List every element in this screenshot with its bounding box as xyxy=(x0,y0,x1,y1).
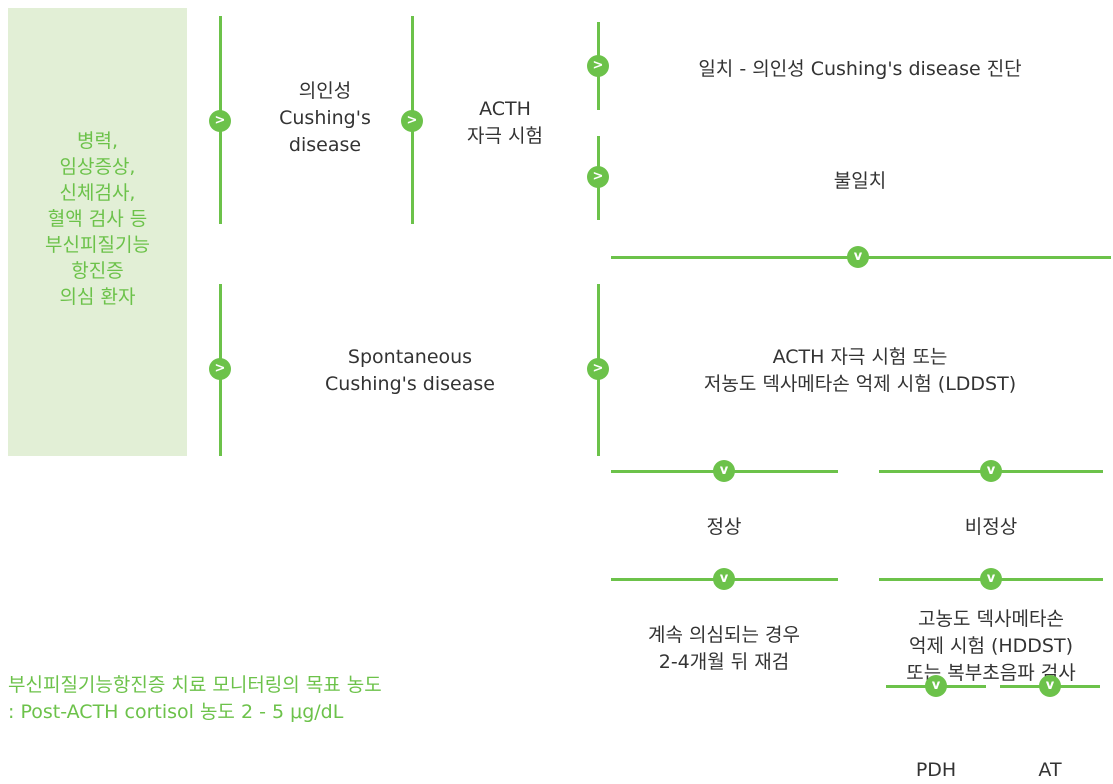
start-line: 혈액 검사 등 xyxy=(47,208,148,230)
node-line: 고농도 덱사메타손 xyxy=(918,608,1064,630)
node-iatrogenic: 의인성 Cushing's disease xyxy=(255,78,395,159)
chevron-right-icon: > xyxy=(209,358,231,380)
chevron-down-icon: v xyxy=(980,568,1002,590)
chevron-down-icon: v xyxy=(713,460,735,482)
chevron-down-icon: v xyxy=(713,568,735,590)
node-line: 자극 시험 xyxy=(467,125,543,147)
start-line: 신체검사, xyxy=(59,182,136,204)
node-normal-followup: 계속 의심되는 경우 2-4개월 뒤 재검 xyxy=(614,622,834,676)
chevron-right-icon: > xyxy=(401,110,423,132)
start-box-text: 병력, 임상증상, 신체검사, 혈액 검사 등 부신피질기능 항진증 의심 환자 xyxy=(8,128,187,310)
node-mismatch: 불일치 xyxy=(833,170,887,192)
node-line: 억제 시험 (HDDST) xyxy=(908,635,1074,657)
node-match: 일치 - 의인성 Cushing's disease 진단 xyxy=(698,58,1022,80)
node-abnormal: 비정상 xyxy=(964,516,1018,538)
chevron-right-icon: > xyxy=(587,55,609,77)
node-spontaneous: Spontaneous Cushing's disease xyxy=(290,344,530,398)
monitoring-note-line2: : Post-ACTH cortisol 농도 2 - 5 μg/dL xyxy=(8,701,344,723)
node-line: ACTH xyxy=(479,98,531,120)
chevron-down-icon: v xyxy=(847,246,869,268)
node-acth-test: ACTH 자극 시험 xyxy=(445,96,565,150)
start-box xyxy=(8,8,187,456)
node-line: disease xyxy=(288,134,362,156)
node-line: 의인성 xyxy=(298,80,352,102)
node-line: 2-4개월 뒤 재검 xyxy=(658,651,790,673)
node-line: 계속 의심되는 경우 xyxy=(648,624,800,646)
start-line: 의심 환자 xyxy=(59,286,136,308)
start-line: 임상증상, xyxy=(59,156,136,178)
start-line: 부신피질기능 xyxy=(45,234,150,256)
start-line: 병력, xyxy=(77,130,118,152)
node-abnormal-followup: 고농도 덱사메타손 억제 시험 (HDDST) 또는 복부초음파 검사 xyxy=(876,606,1106,687)
chevron-down-icon: v xyxy=(1039,675,1061,697)
chevron-down-icon: v xyxy=(925,675,947,697)
chevron-right-icon: > xyxy=(587,358,609,380)
node-screening-test: ACTH 자극 시험 또는 저농도 덱사메타손 억제 시험 (LDDST) xyxy=(640,344,1080,398)
node-line: 저농도 덱사메타손 억제 시험 (LDDST) xyxy=(703,373,1017,395)
node-line: 또는 복부초음파 검사 xyxy=(906,662,1076,684)
node-normal: 정상 xyxy=(706,516,742,538)
chevron-right-icon: > xyxy=(587,166,609,188)
start-line: 항진증 xyxy=(71,260,124,282)
chevron-down-icon: v xyxy=(980,460,1002,482)
node-at: AT xyxy=(1038,759,1062,781)
monitoring-note: 부신피질기능항진증 치료 모니터링의 목표 농도 : Post-ACTH cor… xyxy=(8,672,568,726)
monitoring-note-line1: 부신피질기능항진증 치료 모니터링의 목표 농도 xyxy=(8,674,382,696)
node-line: ACTH 자극 시험 또는 xyxy=(772,346,948,368)
chevron-right-icon: > xyxy=(209,110,231,132)
node-pdh: PDH xyxy=(915,759,957,781)
node-line: Spontaneous xyxy=(347,346,473,368)
node-line: Cushing's xyxy=(279,107,371,129)
node-line: Cushing's disease xyxy=(325,373,495,395)
